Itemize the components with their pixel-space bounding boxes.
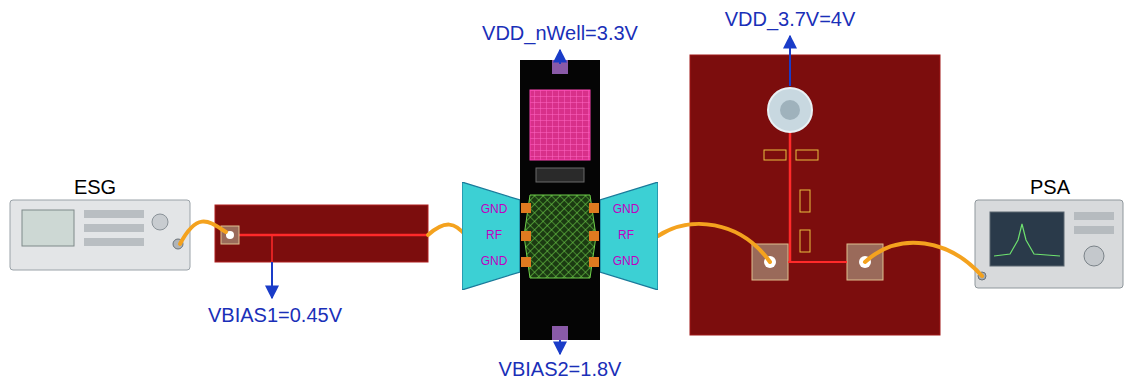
spectrum-analyzer-node: PSA (975, 174, 1123, 288)
supply-arrow (789, 36, 791, 86)
chip-layout (520, 60, 600, 340)
probe-pad (589, 231, 599, 241)
capacitor-array (530, 90, 590, 160)
probe-pad (589, 257, 599, 267)
board-outline (215, 205, 428, 262)
amplifier-core (524, 195, 596, 278)
rf-cable (658, 224, 770, 262)
instrument-screen (990, 212, 1064, 266)
bias-arrow (559, 340, 561, 354)
instrument-keys (84, 238, 144, 246)
layout-block (536, 168, 584, 182)
probe-pin-label: RF (618, 229, 634, 243)
probe-pin-label: RF (486, 229, 502, 243)
supply-arrow (559, 50, 561, 64)
instrument-keys (84, 210, 144, 218)
bias-stub (271, 235, 273, 262)
instrument-screen (22, 210, 74, 246)
supply-voltage-label: VDD_nWell=3.3V (482, 22, 638, 45)
instrument-knob (152, 214, 168, 230)
probe-pad (521, 231, 531, 241)
signal-generator (10, 200, 190, 270)
spectrum-analyzer (975, 200, 1123, 288)
probe-pad (521, 257, 531, 267)
rf-cable (428, 225, 466, 236)
probe-pad (521, 203, 531, 213)
board-outline (690, 55, 940, 335)
component-footprint (800, 230, 810, 252)
output-board (690, 55, 940, 335)
bias-voltage-label: VBIAS1=0.45V (208, 304, 342, 327)
signal-generator-node: ESG (8, 174, 192, 272)
microstrip-line (236, 234, 428, 237)
bias-board (215, 205, 428, 262)
instrument-keys (1074, 212, 1114, 220)
bias-arrows (272, 36, 790, 354)
spectrum-trace (994, 224, 1060, 256)
probe-pin-label: GND (613, 203, 640, 217)
probe-right: GND RF GND (600, 182, 658, 290)
instrument-label: PSA (1030, 176, 1070, 199)
component-footprint (800, 190, 810, 212)
dc-connector-pin (780, 100, 800, 120)
component-footprint (796, 150, 818, 160)
instrument-label: ESG (74, 176, 116, 199)
rf-cables (180, 222, 982, 277)
probe-left: GND RF GND (462, 182, 520, 290)
instrument-keys (84, 224, 144, 232)
bias-voltage-label: VBIAS2=1.8V (499, 358, 622, 381)
microstrip-line (788, 261, 847, 263)
instrument-keys (1074, 226, 1114, 234)
instrument-knob (1084, 246, 1104, 266)
bias-arrow (271, 262, 273, 298)
bond-pad (552, 326, 568, 340)
probe-pad (589, 203, 599, 213)
supply-voltage-label: VDD_3.7V=4V (725, 8, 856, 31)
rf-cable (865, 243, 982, 276)
probe-pin-label: GND (481, 203, 508, 217)
probe-pin-label: GND (481, 255, 508, 269)
rf-cable (180, 222, 226, 245)
instrument-body (975, 200, 1123, 288)
probe-shape (600, 182, 658, 290)
supply-trace (789, 132, 792, 262)
chip-die (520, 60, 600, 340)
probe-pin-label: GND (613, 255, 640, 269)
component-footprint (764, 150, 786, 160)
instrument-body (10, 200, 190, 270)
probe-shape (462, 182, 520, 290)
dc-connector (768, 88, 812, 132)
